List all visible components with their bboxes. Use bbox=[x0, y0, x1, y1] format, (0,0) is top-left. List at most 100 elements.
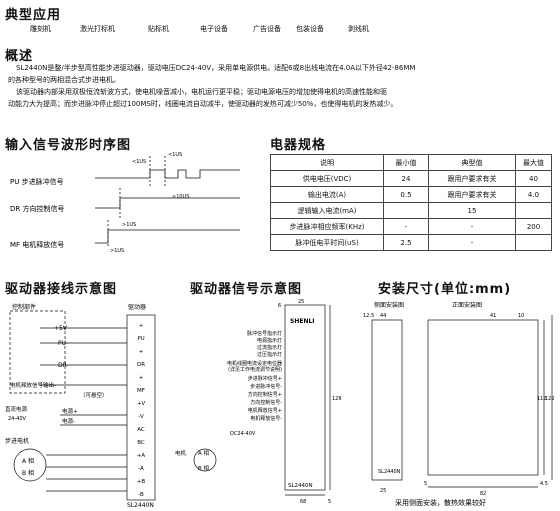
terminal-label: + bbox=[139, 323, 144, 329]
wiring-title: 驱动器接线示意图 bbox=[5, 282, 118, 297]
signal-motor: 电机 bbox=[175, 449, 187, 457]
table-cell: 4.0 bbox=[515, 186, 552, 203]
terminal-label: -B bbox=[138, 492, 144, 498]
pu-wire-label: PU- bbox=[58, 340, 68, 347]
table-cell bbox=[515, 202, 552, 219]
table-cell: 200 bbox=[515, 218, 552, 235]
install-note: 采用侧面安装，散热效果较好 bbox=[395, 498, 486, 507]
timing-t1: <1US bbox=[132, 159, 146, 165]
spec-title: 电器规格 bbox=[270, 138, 327, 153]
mf-wire-label: 电机释放信号输出- bbox=[10, 381, 56, 389]
install-dim: 25 bbox=[380, 488, 386, 494]
app-item: 包装设备 bbox=[296, 25, 324, 33]
table-header: 说明 bbox=[270, 154, 384, 171]
wiring-diagram: 控制部件 驱动器 +5V PU- DR- 电机释放信号输出- （可悬空） 直流电… bbox=[5, 303, 156, 509]
app-item: 广告设备 bbox=[253, 25, 281, 33]
table-cell: 输出电流(A) bbox=[270, 186, 384, 203]
install-dim: 4.5 bbox=[540, 481, 548, 487]
terminal-label: +B bbox=[137, 479, 146, 485]
table-cell: - bbox=[428, 218, 516, 235]
table-row: 供电电压(VDC) 24 跟用户要求有关 40 bbox=[270, 170, 552, 187]
dr-label: DR 方向控制信号 bbox=[10, 204, 64, 213]
terminal-label: AC bbox=[137, 427, 145, 433]
spec-table: 说明 最小值 典型值 最大值 供电电压(VDC) 24 跟用户要求有关 40 输… bbox=[270, 154, 552, 251]
dr-wire-label: DR- bbox=[58, 362, 69, 369]
install-dim: 82 bbox=[480, 491, 486, 497]
overview-line: 的各种型号的两相混合式步进电机。 bbox=[8, 76, 120, 84]
motor-label: 步进电机 bbox=[5, 437, 29, 445]
timing-t3: ≥10US bbox=[172, 194, 189, 200]
plus5v-label: +5V bbox=[54, 325, 68, 332]
signal-label: 电源指示灯 bbox=[257, 337, 282, 344]
install-dim: 44 bbox=[380, 313, 386, 319]
signal-brand: SHENLI bbox=[290, 318, 315, 325]
overview-title: 概述 bbox=[5, 49, 34, 64]
optional-label: （可悬空） bbox=[80, 391, 108, 399]
table-cell: - bbox=[383, 218, 429, 235]
dc-supply-label: 直流电源 bbox=[5, 405, 28, 413]
app-item: 激光打标机 bbox=[80, 25, 115, 33]
app-item: 雕刻机 bbox=[30, 25, 51, 33]
overview-line: 动能力大为提高；而步进脉冲停止超过100MS时，线圈电流自动减半，使驱动器的发热… bbox=[8, 100, 398, 108]
terminal-label: BC bbox=[137, 440, 145, 446]
signal-dim: 68 bbox=[300, 499, 306, 505]
signal-label: 电机释放信号+ bbox=[248, 407, 282, 414]
overview-line: SL2440N是整/半步型高性能步进驱动器，驱动电压DC24-40V，采用单电源… bbox=[16, 64, 416, 72]
timing-t5: >1US bbox=[110, 248, 124, 254]
signal-dim: 25 bbox=[298, 299, 304, 305]
overview-line: 该驱动器内部采用双极恒流斩波方式，使电机噪音减小，电机运行更平稳；驱动电源电压的… bbox=[16, 88, 387, 96]
table-header-row: 说明 最小值 典型值 最大值 bbox=[270, 154, 552, 171]
signal-dim: 128 bbox=[332, 396, 342, 402]
table-cell: 步进脉冲相应频率(KHz) bbox=[270, 218, 384, 235]
install-model: SL2440N bbox=[378, 469, 401, 475]
wiring-model: SL2440N bbox=[127, 502, 154, 509]
neg-label: 电源- bbox=[62, 417, 75, 425]
timing-diagram: PU 步进脉冲信号 DR 方向控制信号 MF 电机释放信号 <1US <1US … bbox=[10, 152, 240, 254]
table-header: 最小值 bbox=[383, 154, 429, 171]
install-dim: 112 bbox=[537, 396, 547, 402]
install-side-label: 侧面安装图 bbox=[374, 301, 404, 309]
install-title: 安装尺寸(单位:mm) bbox=[378, 282, 512, 297]
phase-b-label: B 相 bbox=[22, 469, 34, 477]
table-cell bbox=[383, 202, 429, 219]
signal-label: 电机线圈电流设定电位器 bbox=[227, 360, 282, 367]
table-cell: 逻辑输入电流(mA) bbox=[270, 202, 384, 219]
apps-list: 雕刻机 激光打标机 贴标机 电子设备 广告设备 包装设备 剥线机 bbox=[0, 24, 560, 36]
app-item: 贴标机 bbox=[148, 25, 169, 33]
signal-label: (详见工作电流调节说明) bbox=[228, 366, 282, 373]
terminal-label: -V bbox=[138, 414, 144, 420]
table-cell: 24 bbox=[383, 170, 429, 187]
table-cell: 脉冲低电平时间(uS) bbox=[270, 234, 384, 251]
signal-label: 步进脉冲信号+ bbox=[248, 375, 282, 382]
table-row: 脉冲低电平时间(uS) 2.5 - bbox=[270, 234, 552, 251]
table-cell: 跟用户要求有关 bbox=[428, 186, 516, 203]
phase-a-label: A 相 bbox=[22, 457, 34, 465]
table-cell: 供电电压(VDC) bbox=[270, 170, 384, 187]
terminal-label: + bbox=[139, 349, 144, 355]
install-dim: 122 bbox=[545, 396, 555, 402]
table-cell bbox=[515, 234, 552, 251]
signal-dim: 6 bbox=[278, 303, 281, 309]
signal-label: 脉冲信号指示灯 bbox=[247, 330, 282, 337]
install-dim: 5 bbox=[424, 481, 427, 487]
signal-diagram: SHENLI 脉冲信号指示灯 电源指示灯 过流指示灯 过压指示灯 电机线圈电流设… bbox=[175, 299, 342, 505]
signal-label: 过压指示灯 bbox=[257, 351, 282, 358]
pu-label: PU 步进脉冲信号 bbox=[10, 177, 64, 186]
terminal-label: +A bbox=[137, 453, 146, 459]
terminal-label: -A bbox=[138, 466, 144, 472]
terminal-label: DR bbox=[137, 362, 145, 368]
install-front-label: 正面安装图 bbox=[452, 301, 482, 309]
signal-phase-b: B 相 bbox=[198, 464, 210, 472]
table-row: 步进脉冲相应频率(KHz) - - 200 bbox=[270, 218, 552, 235]
install-dim: 12.5 bbox=[363, 313, 374, 319]
driver-label: 驱动器 bbox=[128, 304, 146, 311]
signal-label: 步进脉冲信号- bbox=[250, 383, 282, 390]
app-item: 剥线机 bbox=[348, 25, 369, 33]
table-cell: - bbox=[428, 234, 516, 251]
table-row: 输出电流(A) 0.5 跟用户要求有关 4.0 bbox=[270, 186, 552, 203]
terminal-label: MF bbox=[137, 388, 145, 394]
signal-label: 过流指示灯 bbox=[257, 344, 282, 351]
install-diagram: 侧面安装图 正面安装图 SL2440N 12.5 44 25 41 10 112… bbox=[363, 301, 555, 507]
signal-label: 电机释放信号- bbox=[250, 415, 282, 422]
terminal-label: + bbox=[139, 375, 144, 381]
